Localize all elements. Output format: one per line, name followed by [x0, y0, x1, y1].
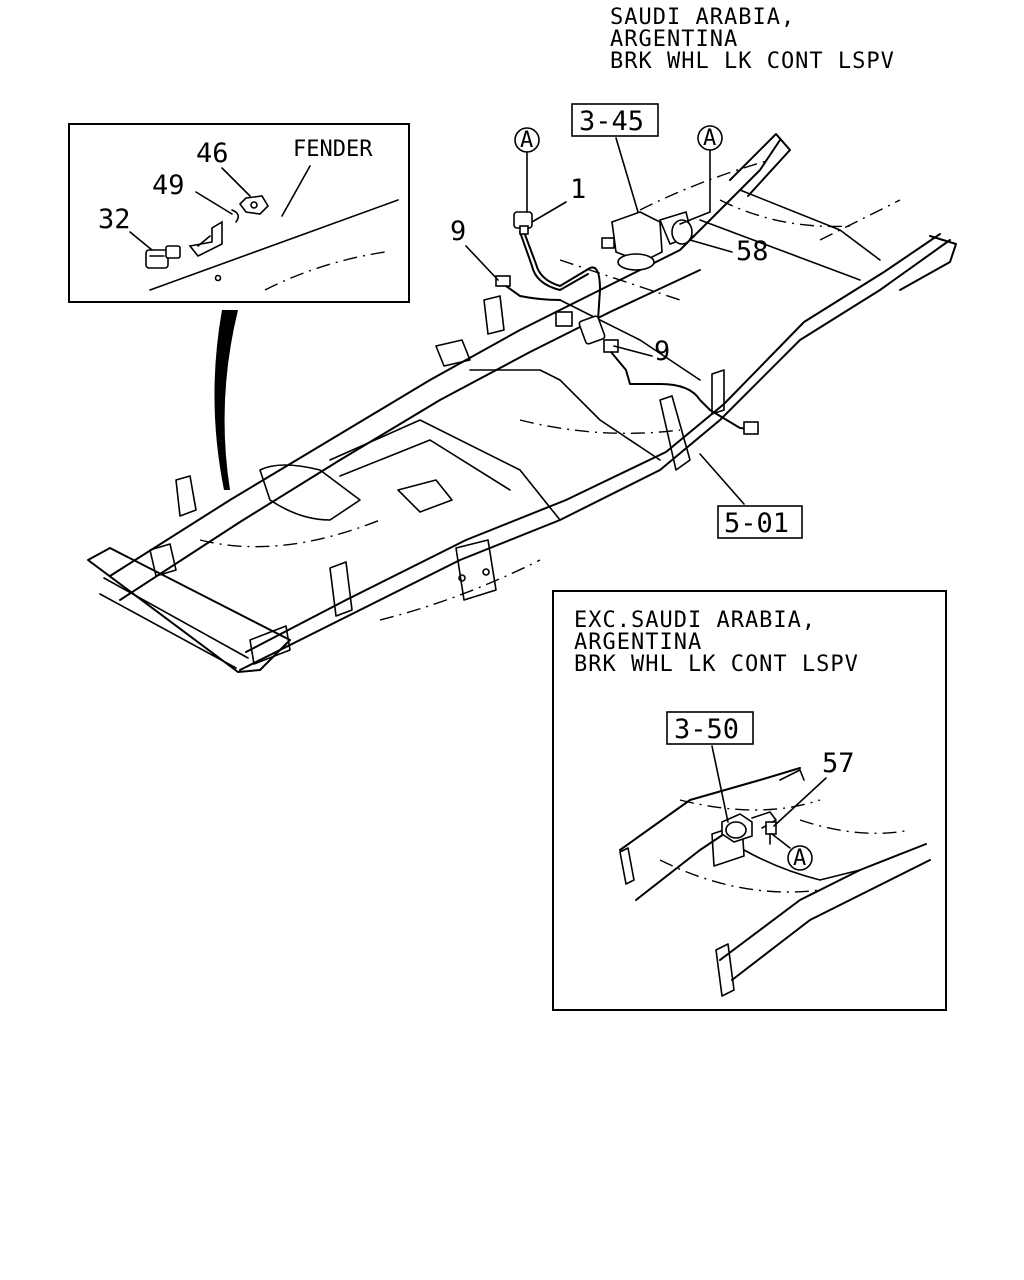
fender-label: FENDER: [293, 137, 373, 162]
leader-3-50: [711, 745, 729, 823]
clip-icon: [495, 237, 759, 435]
callout-46: 46: [196, 138, 229, 169]
ref-box-5-01: [717, 505, 803, 539]
leader-9-left: [465, 245, 499, 281]
leader-58: [689, 239, 733, 253]
leader-3-45: [615, 137, 639, 213]
header-text: SAUDI ARABIA, ARGENTINA BRK WHL LK CONT …: [610, 5, 895, 74]
vehicle-frame: [87, 133, 957, 673]
leader-9-right: [613, 345, 653, 357]
leader-5-01: [699, 453, 745, 505]
header-line-2: ARGENTINA: [610, 27, 738, 52]
leader-32: [129, 231, 153, 251]
exc-inset-border: [552, 590, 947, 1011]
main-callouts: 3-45 A A 1 9 9 58 5-01: [450, 103, 803, 539]
exc-line-3: BRK WHL LK CONT LSPV: [574, 652, 859, 677]
ref-box-3-45: [571, 103, 659, 137]
leader-49: [195, 191, 233, 215]
header-line-1: SAUDI ARABIA,: [610, 5, 795, 30]
exc-frame-rail-top: [619, 767, 801, 851]
nut-icon: [238, 195, 270, 215]
fender-leader: [281, 165, 311, 217]
exc-screw-icon: [765, 821, 777, 845]
callout-32: 32: [98, 204, 131, 235]
lspv-valve-icon: [611, 210, 693, 271]
inset-pointer-arrow: [214, 310, 238, 490]
marker-a-left-label: A: [520, 128, 533, 153]
washer-icon: [231, 209, 240, 223]
fender-inset-border: [68, 123, 410, 303]
callout-49: 49: [152, 170, 185, 201]
leader-1: [531, 201, 567, 223]
exc-valve-icon: [721, 811, 777, 843]
brake-pipe-right: [605, 345, 759, 431]
callout-9-right: 9: [654, 336, 670, 367]
brake-pipe-assembly: [495, 210, 759, 435]
leader-a-right: [679, 149, 711, 225]
exc-marker-a-label: A: [793, 846, 806, 871]
exc-line-2: ARGENTINA: [574, 630, 702, 655]
brake-pipe-left: [505, 285, 561, 301]
fender-inset: FENDER 32 49 46: [68, 123, 410, 303]
callout-58: 58: [736, 236, 769, 267]
header-line-3: BRK WHL LK CONT LSPV: [610, 49, 895, 74]
leader-57: [773, 777, 827, 827]
ref-label-3-45: 3-45: [579, 106, 644, 137]
exc-inset: EXC.SAUDI ARABIA, ARGENTINA BRK WHL LK C…: [552, 590, 947, 1011]
brake-pipe: [523, 231, 601, 321]
hose-fitting-icon: [513, 211, 533, 235]
ref-label-5-01: 5-01: [724, 508, 789, 539]
marker-a-right-label: A: [703, 126, 716, 151]
ref-label-3-50: 3-50: [674, 714, 739, 745]
exc-marker-a: [787, 845, 813, 871]
exc-line-1: EXC.SAUDI ARABIA,: [574, 608, 816, 633]
fender-inner-line: [264, 251, 386, 291]
bracket-icon: [188, 220, 223, 258]
callout-57: 57: [822, 748, 855, 779]
exc-leader-a: [771, 833, 791, 849]
ref-box-3-50: [666, 711, 754, 745]
leader-46: [221, 167, 251, 197]
fender-hole: [214, 274, 222, 282]
callout-1: 1: [570, 174, 586, 205]
callout-9-left: 9: [450, 216, 466, 247]
fitting-icon: [578, 315, 606, 345]
fender-edge-line: [149, 199, 399, 291]
bolt-icon: [145, 245, 181, 269]
